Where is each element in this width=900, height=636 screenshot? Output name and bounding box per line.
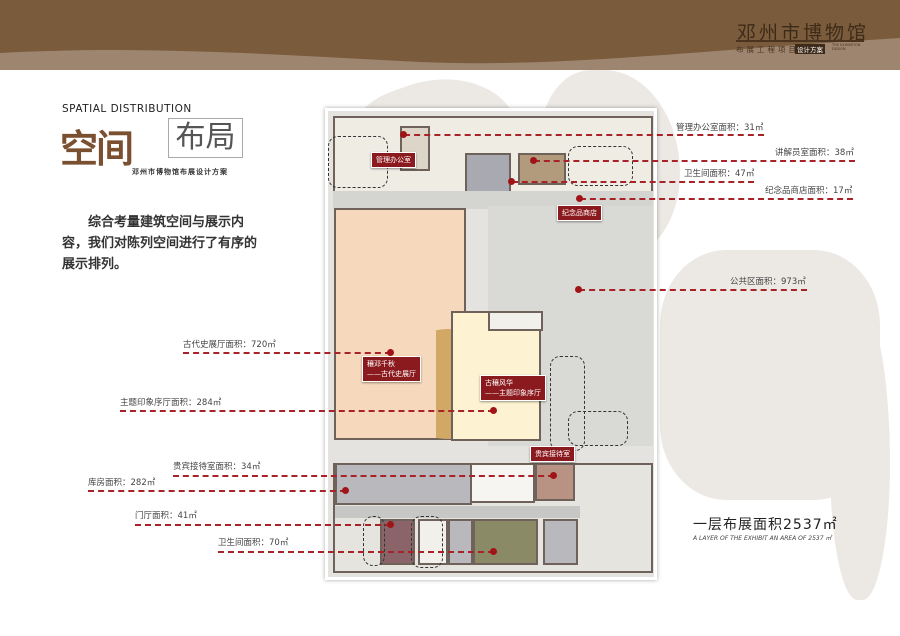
room-storage-small	[448, 519, 473, 565]
area-public: 公共区面积：973㎡	[730, 277, 806, 287]
header-band	[0, 0, 900, 70]
area-shop: 纪念品商店面积：17㎡	[765, 186, 853, 196]
stair-highlight	[568, 146, 633, 186]
section-title-left: 空间	[60, 126, 134, 171]
marker-office	[400, 131, 407, 138]
leader-toilet-bottom	[218, 551, 494, 553]
area-theme: 主题印象序厅面积：284㎡	[120, 398, 222, 408]
marker-toilet-bottom	[490, 548, 497, 555]
total-area: 一层布展面积2537㎡	[693, 517, 838, 533]
marker-public	[575, 286, 582, 293]
leader-theme	[120, 410, 494, 412]
room-ancient-hall-overlay	[334, 208, 436, 440]
tag-theme-line1: 古穰风华	[485, 379, 513, 387]
area-foyer: 门厅面积：41㎡	[135, 511, 197, 521]
corridor-top	[333, 191, 653, 209]
marker-shop	[576, 195, 583, 202]
total-area-english: A LAYER OF THE EXHIBIT AN AREA OF 2537 ㎡	[693, 535, 832, 542]
brand-subtitle-tag: 设计方案	[795, 44, 825, 54]
room-guide	[518, 153, 566, 185]
room-foyer	[380, 519, 415, 565]
room-office-bottom	[470, 463, 535, 503]
brand-subtitle: 布展工程项目	[736, 45, 799, 54]
leader-foyer	[135, 524, 391, 526]
stair-highlight	[568, 411, 628, 446]
tag-ancient-line2: ——古代史展厅	[367, 370, 416, 378]
room-toilet-bottom	[473, 519, 538, 565]
marker-theme	[490, 407, 497, 414]
museum-brand: 邓州市博物馆	[737, 22, 870, 44]
marker-storage	[342, 487, 349, 494]
intro-paragraph: 综合考量建筑空间与展示内容，我们对陈列空间进行了有序的展示排列。	[62, 215, 258, 272]
area-storage: 库房面积：282㎡	[88, 478, 156, 488]
leader-vip	[173, 475, 554, 477]
leader-storage	[88, 490, 346, 492]
room-storage	[335, 463, 472, 505]
room-vip	[535, 463, 575, 501]
brand-divider	[736, 40, 864, 42]
section-caption: 邓州市博物馆布展设计方案	[132, 167, 228, 176]
area-toilet-bottom: 卫生间面积：70㎡	[218, 538, 289, 548]
marker-toilet-top	[508, 178, 515, 185]
marker-foyer	[387, 521, 394, 528]
room-equipment	[543, 519, 578, 565]
marker-vip	[550, 472, 557, 479]
section-title-english: SPATIAL DISTRIBUTION	[62, 103, 192, 115]
marker-guide	[530, 157, 537, 164]
leader-toilet-top	[512, 181, 754, 183]
area-ancient: 古代史展厅面积：720㎡	[183, 340, 276, 350]
area-guide: 讲解员室面积：38㎡	[775, 148, 854, 158]
stair-highlight	[363, 516, 385, 566]
leader-guide	[534, 160, 855, 162]
tag-office: 管理办公室	[371, 152, 416, 168]
floor-plan	[325, 108, 657, 580]
stair-highlight	[411, 516, 443, 568]
area-toilet-top: 卫生间面积：47㎡	[684, 169, 755, 179]
leader-shop	[580, 198, 853, 200]
tag-ancient-line1: 穰邓千秋	[367, 360, 395, 368]
leader-public	[579, 289, 807, 291]
tag-ancient-hall: 穰邓千秋 ——古代史展厅	[362, 356, 421, 382]
tag-shop: 纪念品商店	[557, 205, 602, 221]
tag-theme-line2: ——主题印象序厅	[485, 389, 541, 397]
room-toilet-top	[465, 153, 511, 194]
area-office: 管理办公室面积：31㎡	[676, 123, 764, 133]
calligraphy-watermark	[830, 300, 890, 600]
marker-ancient	[387, 349, 394, 356]
tag-vip: 贵宾接待室	[530, 446, 575, 462]
leader-ancient	[183, 352, 391, 354]
corridor-bottom	[335, 506, 580, 518]
leader-office	[404, 134, 764, 136]
tag-theme-hall: 古穰风华 ——主题印象序厅	[480, 375, 546, 401]
brand-subtitle-en: THE EXHIBITION DESIGN	[832, 43, 861, 51]
room-service	[488, 311, 543, 331]
area-vip: 贵宾接待室面积：34㎡	[173, 462, 261, 472]
section-title-right: 布局	[168, 118, 243, 158]
